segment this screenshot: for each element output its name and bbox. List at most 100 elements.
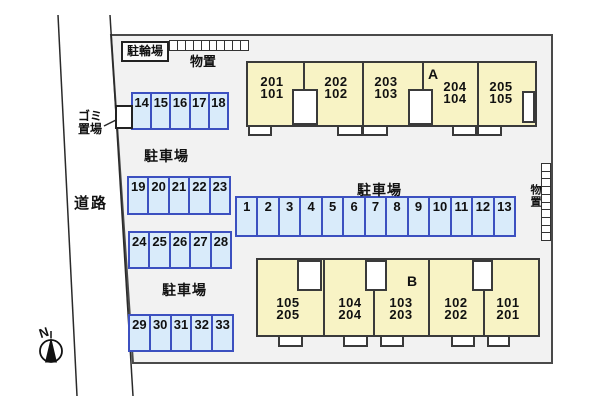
unit-label: 205 105 [489,80,512,105]
unit-label: 104 204 [338,296,361,321]
stairwell [365,260,387,291]
unit-divider [477,63,479,125]
garbage-label: ゴミ 置場 [78,110,102,136]
storage-cell [185,40,194,51]
storage-cell [193,40,202,51]
parking-space-23: 23 [208,178,229,213]
parking-space-26: 26 [168,233,189,267]
storage-shed-top [169,40,250,51]
building-b: B 105 205 104 204 103 203 102 202 101 20… [256,258,540,337]
building-a-label: A [428,66,439,82]
unit-upper-number: 203 [374,74,398,89]
parking-space-28: 28 [209,233,230,267]
storage-shed-right [541,163,551,242]
storage-cell [541,163,551,172]
unit-label: 203 103 [374,74,398,101]
parking-space-10: 10 [428,198,449,235]
stairwell [292,89,318,125]
parking-space-20: 20 [147,178,167,213]
parking-space-4: 4 [299,198,320,235]
road-left-line [57,14,78,397]
storage-cell [541,202,551,211]
parking-space-30: 30 [148,316,170,350]
unit-lower-number: 202 [444,307,468,322]
parking-space-17: 17 [188,94,208,128]
stairwell [522,91,535,123]
unit-divider [428,260,430,335]
garbage-leader-line [103,119,117,127]
unit-lower-number: 102 [324,86,348,101]
unit-divider [362,63,364,125]
parking-space-15: 15 [150,94,169,128]
unit-label: 101 201 [496,295,520,322]
building-a: A 201 101 202 102 203 103 204 104 205 10… [246,61,537,127]
storage-cell [541,233,551,242]
unit-upper-number: 102 [444,295,468,310]
storage-top-label: 物置 [190,54,217,69]
parking-label-bottom: 駐車場 [162,282,207,298]
unit-upper-number: 101 [496,295,520,310]
parking-row-1-13: 1 2 3 4 5 6 7 8 9 10 11 12 13 [235,196,516,237]
unit-lower-number: 203 [389,307,413,322]
parking-space-16: 16 [169,94,188,128]
unit-upper-number: 103 [389,295,413,310]
parking-row-14-18: 14 15 16 17 18 [131,92,229,130]
storage-cell [541,179,551,188]
storage-cell [169,40,178,51]
parking-row-19-23: 19 20 21 22 23 [127,176,231,215]
storage-cell [225,40,234,51]
parking-label-left: 駐車場 [144,148,189,164]
storage-cell [541,194,551,203]
parking-space-1: 1 [243,199,251,214]
stairwell [408,89,433,125]
unit-label: 103 203 [389,295,413,322]
storage-cell [201,40,210,51]
garbage-label-line1: ゴミ [78,109,103,123]
storage-cell [541,187,551,195]
parking-space-7: 7 [363,198,385,235]
unit-label: 105 205 [276,295,300,322]
parking-space-19: 19 [130,179,146,194]
parking-space-21: 21 [167,178,188,213]
road-label: 道路 [74,195,109,212]
parking-space-11: 11 [449,198,471,235]
parking-space-14: 14 [134,95,149,110]
north-arrow: N [37,324,63,363]
storage-cell [217,40,226,51]
unit-label: 201 101 [260,74,284,100]
stairwell [297,260,322,291]
unit-lower-number: 205 [276,307,300,322]
parking-space-9: 9 [406,198,428,235]
unit-label: 202 102 [324,75,348,101]
unit-lower-number: 104 [443,91,467,106]
unit-upper-number: 105 [276,295,300,310]
storage-cell [541,171,551,180]
unit-label: 102 202 [444,295,468,322]
garbage-label-line2: 置場 [78,122,103,136]
parking-row-24-28: 24 25 26 27 28 [128,231,232,269]
storage-cell [209,40,218,51]
storage-cell [541,210,551,218]
bicycle-parking-box: 駐輪場 [121,41,169,62]
unit-upper-number: 201 [260,74,284,89]
parking-row-29-33: 29 30 31 32 33 [128,314,234,352]
parking-space-31: 31 [169,316,191,350]
parking-space-13: 13 [492,198,514,235]
storage-cell [177,40,186,51]
parking-space-25: 25 [148,233,168,267]
storage-cell [541,225,551,234]
unit-lower-number: 201 [496,307,520,322]
parking-label-center: 駐車場 [357,182,402,198]
stairwell [472,260,493,291]
parking-space-6: 6 [342,198,363,235]
parking-space-33: 33 [211,316,232,350]
parking-space-3: 3 [277,198,299,235]
north-arrow-pointer [45,337,57,363]
parking-space-22: 22 [188,178,208,213]
unit-divider [323,260,325,335]
unit-lower-number: 103 [374,86,398,101]
unit-divider [483,260,485,335]
garbage-box [115,105,133,129]
parking-space-8: 8 [385,198,406,235]
